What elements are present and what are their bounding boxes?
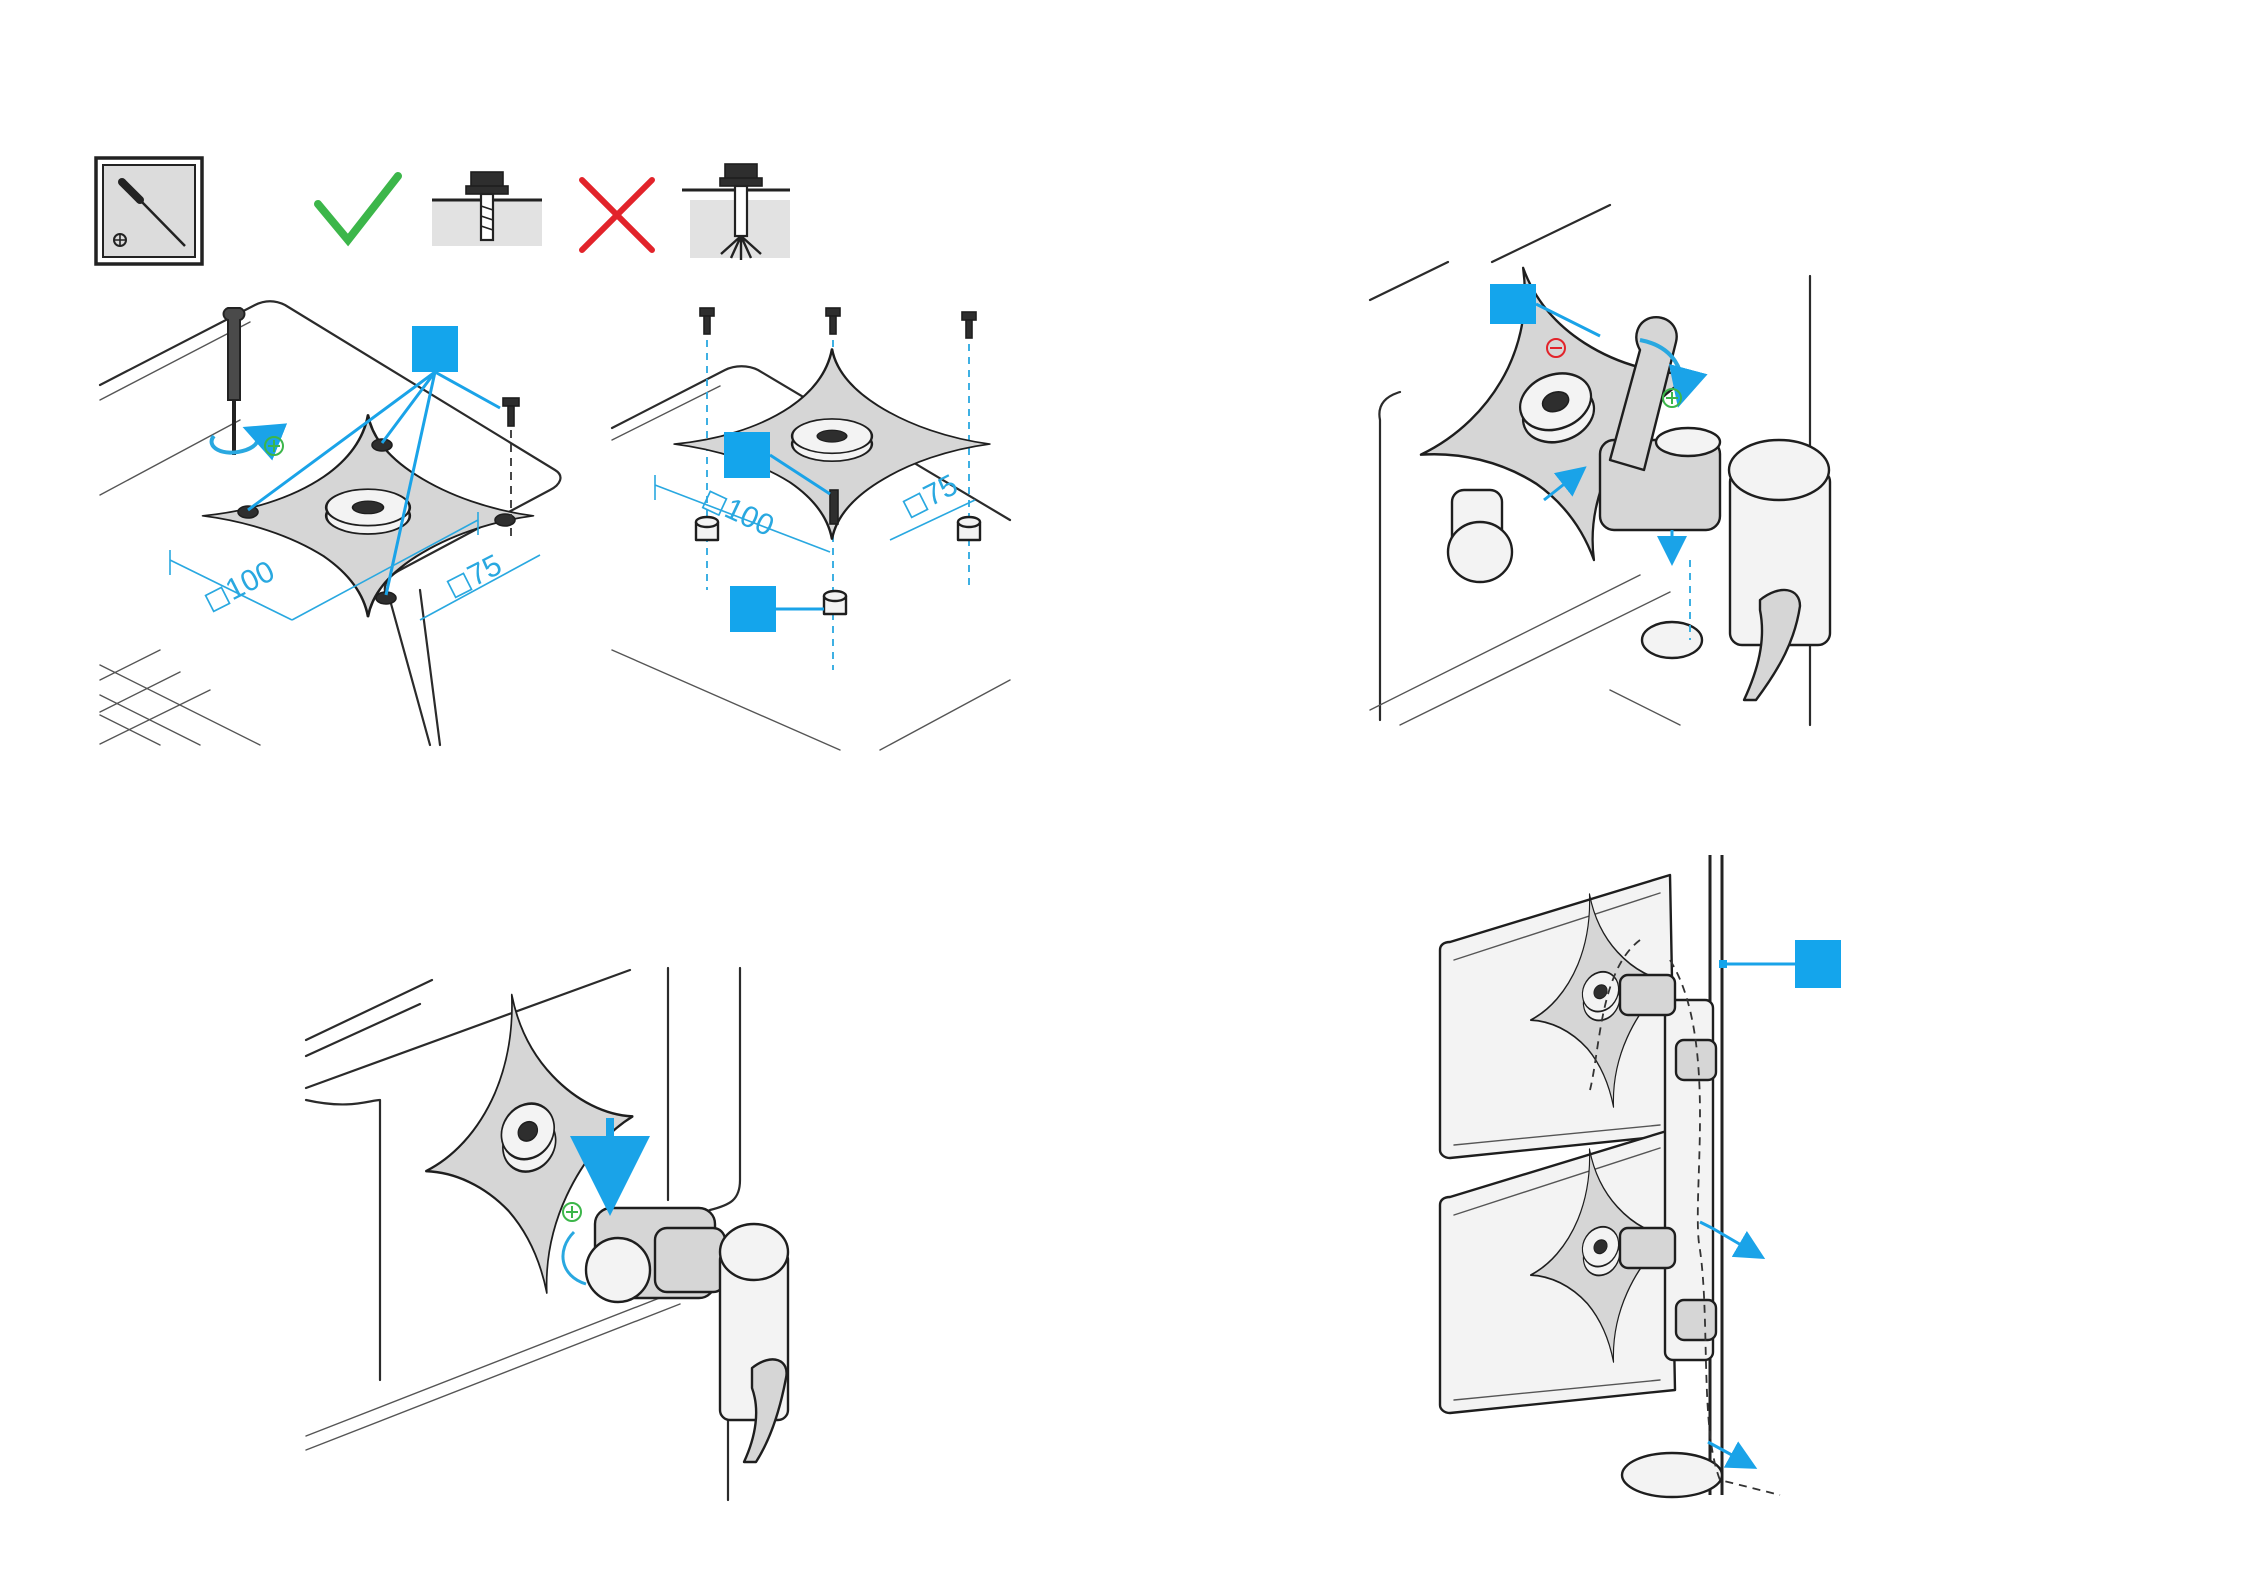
screw-icon [700,308,714,334]
callout-box [412,326,458,372]
step5-dual-monitors-pole [1440,855,1841,1497]
screwdriver-icon [224,308,245,455]
tighten-plus-icon [563,1203,581,1221]
screw-icon [826,308,840,334]
step2-spacers-exploded: ◻100 ◻75 [612,308,1010,750]
spacer-icon [696,517,718,540]
screw-icon [962,312,976,338]
tighten-plus-icon [1663,389,1681,407]
dim-label-spacer-75: ◻75 [896,468,963,524]
step4-slide-onto-arm [306,968,788,1500]
incorrect-screw-depth-icon [682,164,790,260]
callout-box [724,432,770,478]
cross-icon [582,180,652,250]
callout-box [1490,284,1536,324]
correct-screw-depth-icon [432,172,542,246]
tighten-plus-icon [265,437,283,455]
check-icon [318,176,398,240]
dim-label-75: ◻75 [440,548,507,604]
step3-wrench-attach [1370,205,1830,725]
spacer-icon [958,517,980,540]
callout-box [730,586,776,632]
spacer-icon [824,591,846,614]
screw-icon [503,398,519,426]
step1-plate-mounting: ◻100 ◻75 [100,301,560,745]
screwdriver-tool-icon [96,158,202,264]
callout-box [1795,940,1841,988]
